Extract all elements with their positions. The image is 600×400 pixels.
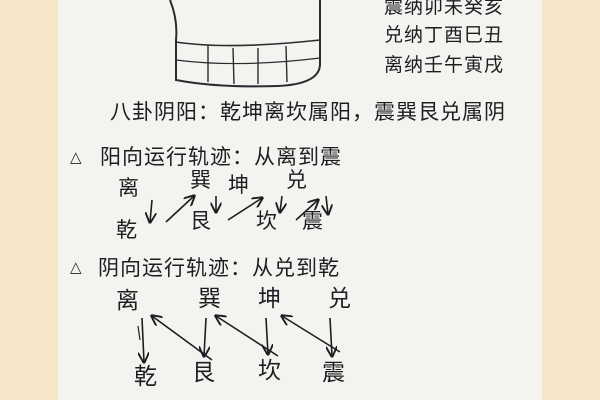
arrow-line	[282, 316, 341, 353]
yang-bottom-node-1: 乾	[116, 218, 137, 242]
arrow-line	[326, 195, 328, 214]
bagua-yinyang-heading: 八卦阴阳：乾坤离坎属阳，震巽艮兑属阴	[110, 100, 506, 124]
sketch-drawing	[169, 0, 321, 88]
triangle-marker-icon: △	[70, 148, 82, 166]
arrow-line	[142, 317, 144, 362]
notebook-page: 震纳卯未癸亥 兑纳丁酉巳丑 离纳壬午寅戌 八卦阴阳：乾坤离坎属阳，震巽艮兑属阴 …	[58, 0, 542, 400]
yang-bottom-node-3: 坎	[256, 209, 277, 233]
yang-bottom-node-4: 震	[302, 209, 323, 233]
yang-bottom-node-2: 艮	[190, 209, 211, 233]
yin-bottom-node-4: 震	[322, 360, 345, 386]
arrow-line	[152, 316, 213, 361]
arrow-line	[216, 316, 279, 357]
yin-top-node-4: 兑	[328, 286, 351, 312]
triangle-marker-icon: △	[70, 258, 82, 276]
arrow-line	[280, 195, 282, 212]
note-line-1: 震纳卯未癸亥	[384, 0, 505, 18]
yang-trajectory-title: 阳向运行轨迹：从离到震	[100, 145, 342, 169]
yin-top-node-1: 离	[116, 288, 139, 314]
yang-top-node-1: 离	[118, 176, 139, 200]
yang-top-node-3: 坤	[228, 173, 249, 197]
arrow-line	[150, 199, 152, 222]
trajectory-arrows	[137, 0, 341, 400]
arrow-line	[204, 317, 206, 356]
arrow-line	[266, 317, 268, 354]
arrow-line	[330, 317, 332, 356]
yin-top-node-2: 巽	[198, 286, 221, 312]
yin-trajectory-title: 阴向运行轨迹：从兑到乾	[98, 256, 340, 280]
yin-bottom-node-2: 艮	[192, 360, 215, 386]
note-line-3: 离纳壬午寅戌	[384, 54, 505, 76]
arrow-line	[295, 200, 318, 221]
arrow-line	[227, 198, 262, 221]
arrow-line	[165, 196, 194, 223]
yin-bottom-node-3: 坎	[258, 358, 281, 384]
yang-top-node-2: 巽	[190, 168, 211, 192]
yin-bottom-node-1: 乾	[134, 364, 157, 390]
note-line-2: 兑纳丁酉巳丑	[384, 24, 505, 46]
yin-top-node-3: 坤	[258, 286, 281, 312]
yang-top-node-4: 兑	[286, 168, 307, 192]
